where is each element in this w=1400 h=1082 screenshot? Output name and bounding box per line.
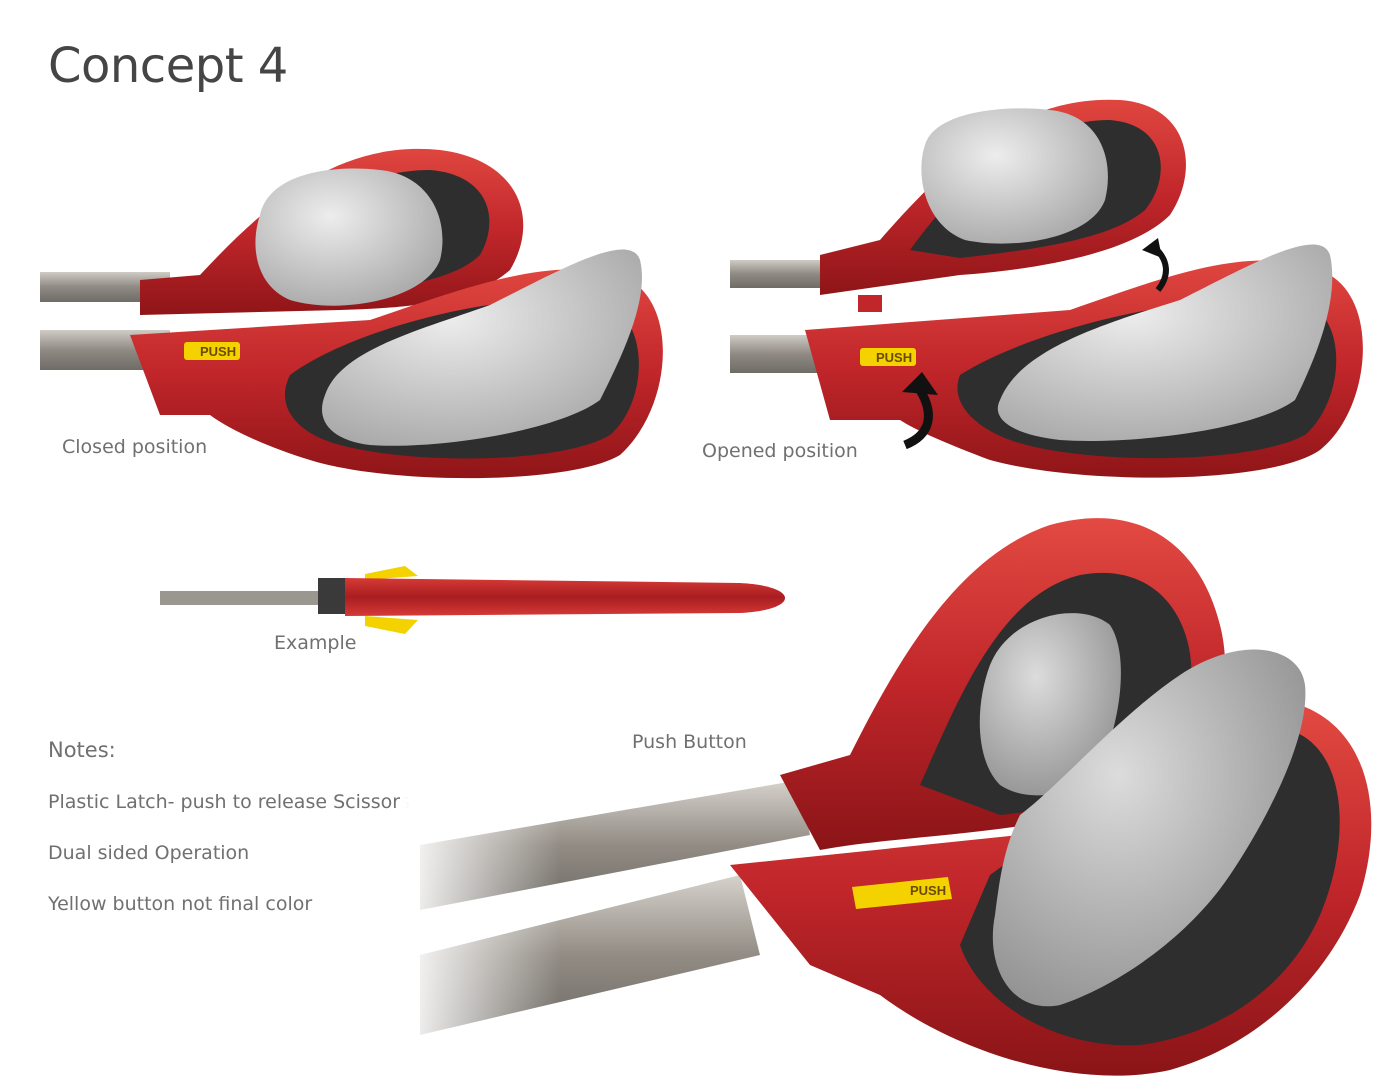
button-top: [365, 566, 418, 580]
notes-heading: Notes:: [48, 738, 116, 762]
thumb: [255, 168, 443, 306]
thumb: [979, 613, 1121, 796]
closed-scissors-illustration: PUSH: [40, 148, 663, 479]
note-item: Plastic Latch- push to release Scissors: [48, 791, 410, 813]
thumb: [921, 108, 1108, 244]
push-button-label: PUSH: [876, 350, 912, 365]
push-button-detail-illustration: PUSH: [400, 518, 1372, 1076]
push-arrow-icon: [903, 387, 933, 450]
push-arrow-head-icon: [902, 372, 938, 395]
example-side-view-illustration: [160, 566, 785, 634]
handle-side: [345, 578, 785, 616]
lift-arrow-head-icon: [1142, 238, 1162, 258]
blade-edge: [160, 591, 330, 605]
push-button-caption: Push Button: [632, 731, 747, 753]
blade-fade: [400, 765, 560, 1055]
fingers: [997, 244, 1333, 441]
notes-list: Plastic Latch- push to release Scissors …: [48, 790, 410, 943]
push-button-label: PUSH: [910, 883, 946, 898]
push-button[interactable]: [860, 348, 916, 366]
opened-scissors-illustration: PUSH: [730, 99, 1363, 478]
ferrule: [318, 578, 348, 614]
fingers: [322, 249, 642, 446]
note-item: Dual sided Operation: [48, 842, 250, 864]
fingers: [992, 649, 1306, 1007]
example-caption: Example: [274, 632, 357, 654]
push-button[interactable]: [184, 342, 240, 360]
push-button-label: PUSH: [200, 344, 236, 359]
page-title: Concept 4: [48, 38, 288, 94]
push-button[interactable]: [852, 877, 952, 909]
closed-position-caption: Closed position: [62, 436, 208, 458]
note-item: Yellow button not final color: [48, 893, 313, 915]
latch-tab: [858, 295, 882, 312]
button-bottom: [365, 616, 418, 634]
opened-position-caption: Opened position: [702, 440, 858, 462]
